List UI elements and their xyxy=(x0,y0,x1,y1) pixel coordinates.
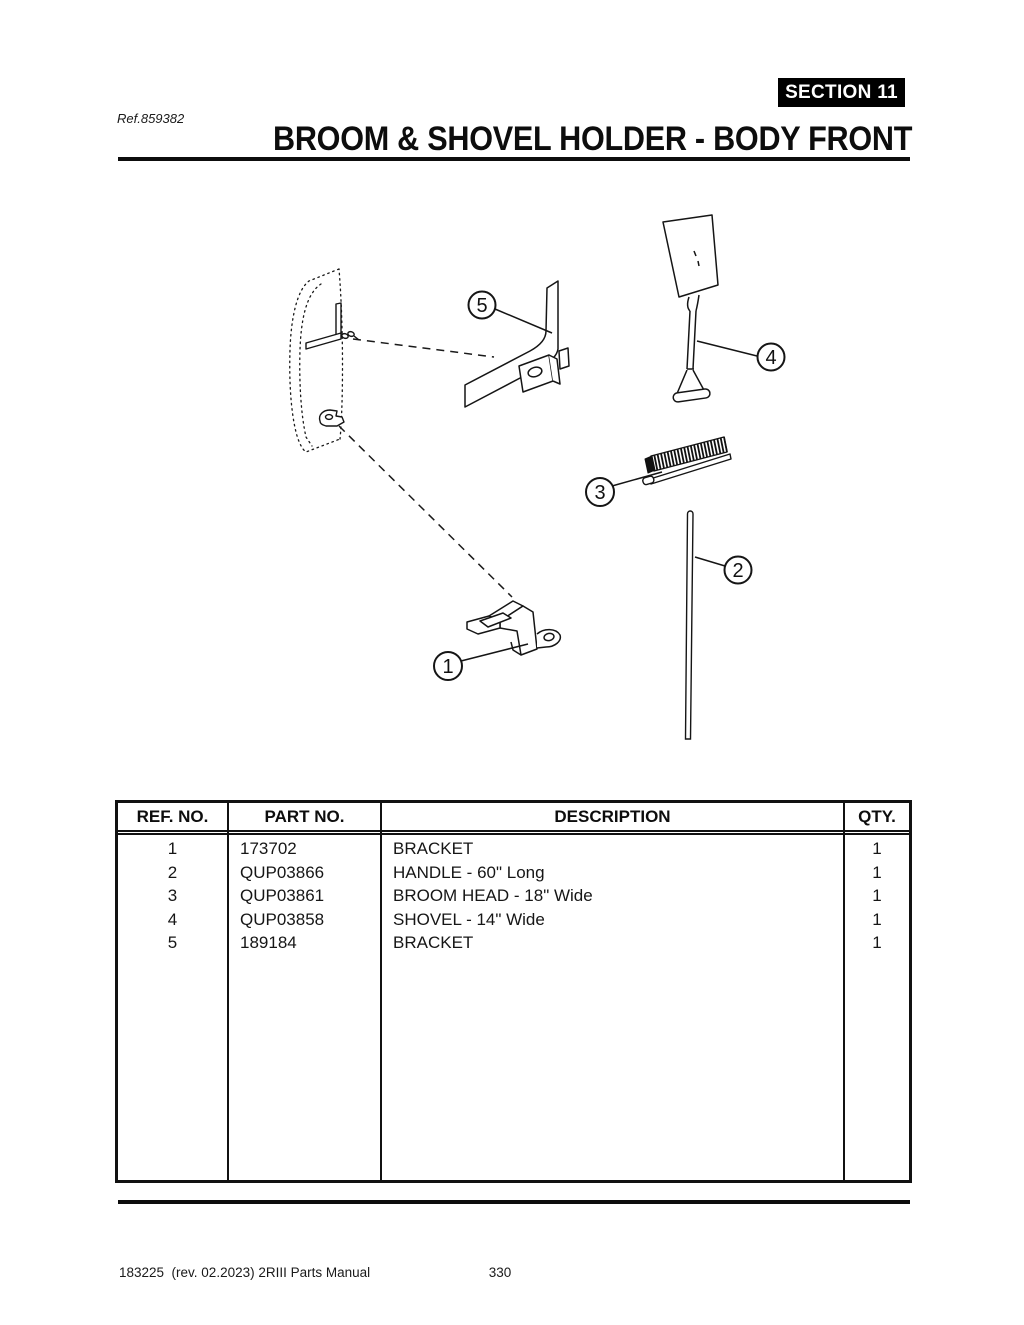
dashed-line-lower xyxy=(338,425,513,598)
callout-1-label: 1 xyxy=(442,656,453,678)
description-cell: SHOVEL - 14" Wide xyxy=(393,909,545,929)
column-qty: QTY. 1 1 1 1 1 xyxy=(845,803,909,1180)
callout-5-circle xyxy=(467,290,497,320)
bracket-5-drawing xyxy=(464,280,570,408)
qty-cell: 1 xyxy=(872,909,882,929)
callout-1-circle xyxy=(433,651,463,681)
title-rule xyxy=(118,157,910,161)
callout-balloons xyxy=(433,290,786,681)
handle-drawing xyxy=(684,510,694,740)
part-no-cell: QUP03861 xyxy=(240,886,325,905)
part-no-cell: 173702 xyxy=(240,839,297,858)
ref-no-cell: 1 xyxy=(167,839,178,858)
qty-cell: 1 xyxy=(872,839,882,858)
column-header-description: DESCRIPTION xyxy=(382,803,843,835)
bracket-1-drawing xyxy=(466,600,562,656)
parts-table: REF. NO. 1 2 3 4 5 PART NO. 173702 QUP03… xyxy=(115,800,912,1183)
column-ref-no: REF. NO. 1 2 3 4 5 xyxy=(118,803,229,1180)
column-header-part-no: PART NO. xyxy=(229,803,380,835)
description-cell: BRACKET xyxy=(393,933,474,952)
dashed-line-upper xyxy=(352,338,495,358)
column-header-qty: QTY. xyxy=(845,803,909,835)
callout-3-circle xyxy=(585,477,615,507)
qty-cell: 1 xyxy=(872,886,882,905)
bottom-rule xyxy=(118,1200,910,1204)
part-no-cell: 189184 xyxy=(240,933,297,952)
callout-numbers: 5 4 3 2 1 xyxy=(442,295,776,678)
description-cell: HANDLE - 60" Long xyxy=(393,862,545,882)
body-panel-drawing xyxy=(289,268,344,453)
exploded-parts-diagram: 5 4 3 2 1 xyxy=(289,214,786,740)
column-description: DESCRIPTION BRACKET HANDLE - 60" Long BR… xyxy=(382,803,845,1180)
panel-lower-clip-drawing xyxy=(318,409,345,427)
ref-no-cell: 4 xyxy=(167,909,178,929)
callout-5-label: 5 xyxy=(476,295,487,317)
callout-4-circle xyxy=(756,342,786,372)
broom-head-drawing xyxy=(642,436,732,486)
ref-no-cell: 5 xyxy=(167,933,178,952)
callout-leader-lines xyxy=(460,308,758,662)
broom-bristles xyxy=(650,436,728,472)
ref-no-cell: 3 xyxy=(167,886,178,905)
callout-3-label: 3 xyxy=(594,482,605,504)
footer-document-info: 183225 (rev. 02.2023) 2RIII Parts Manual xyxy=(119,1265,371,1280)
ref-no-cell: 2 xyxy=(167,862,178,882)
part-no-cell: QUP03858 xyxy=(240,909,325,929)
qty-cell: 1 xyxy=(872,933,882,952)
dashed-alignment-lines xyxy=(338,338,513,598)
callout-2-circle xyxy=(723,555,753,585)
column-part-no: PART NO. 173702 QUP03866 QUP03861 QUP038… xyxy=(229,803,382,1180)
shovel-drawing xyxy=(662,214,719,403)
callout-2-label: 2 xyxy=(732,560,743,582)
part-no-cell: QUP03866 xyxy=(240,862,325,882)
description-cell: BRACKET xyxy=(393,839,474,858)
qty-cell: 1 xyxy=(872,862,882,882)
page-title: BROOM & SHOVEL HOLDER - BODY FRONT xyxy=(272,120,912,158)
footer-page-number: 330 xyxy=(488,1265,512,1280)
reference-code: Ref.859382 xyxy=(117,111,185,126)
column-header-ref-no: REF. NO. xyxy=(118,803,227,835)
description-cell: BROOM HEAD - 18" Wide xyxy=(393,886,593,905)
panel-upper-bracket-drawing xyxy=(305,302,360,350)
callout-4-label: 4 xyxy=(765,347,776,369)
section-badge: SECTION 11 xyxy=(778,78,905,107)
